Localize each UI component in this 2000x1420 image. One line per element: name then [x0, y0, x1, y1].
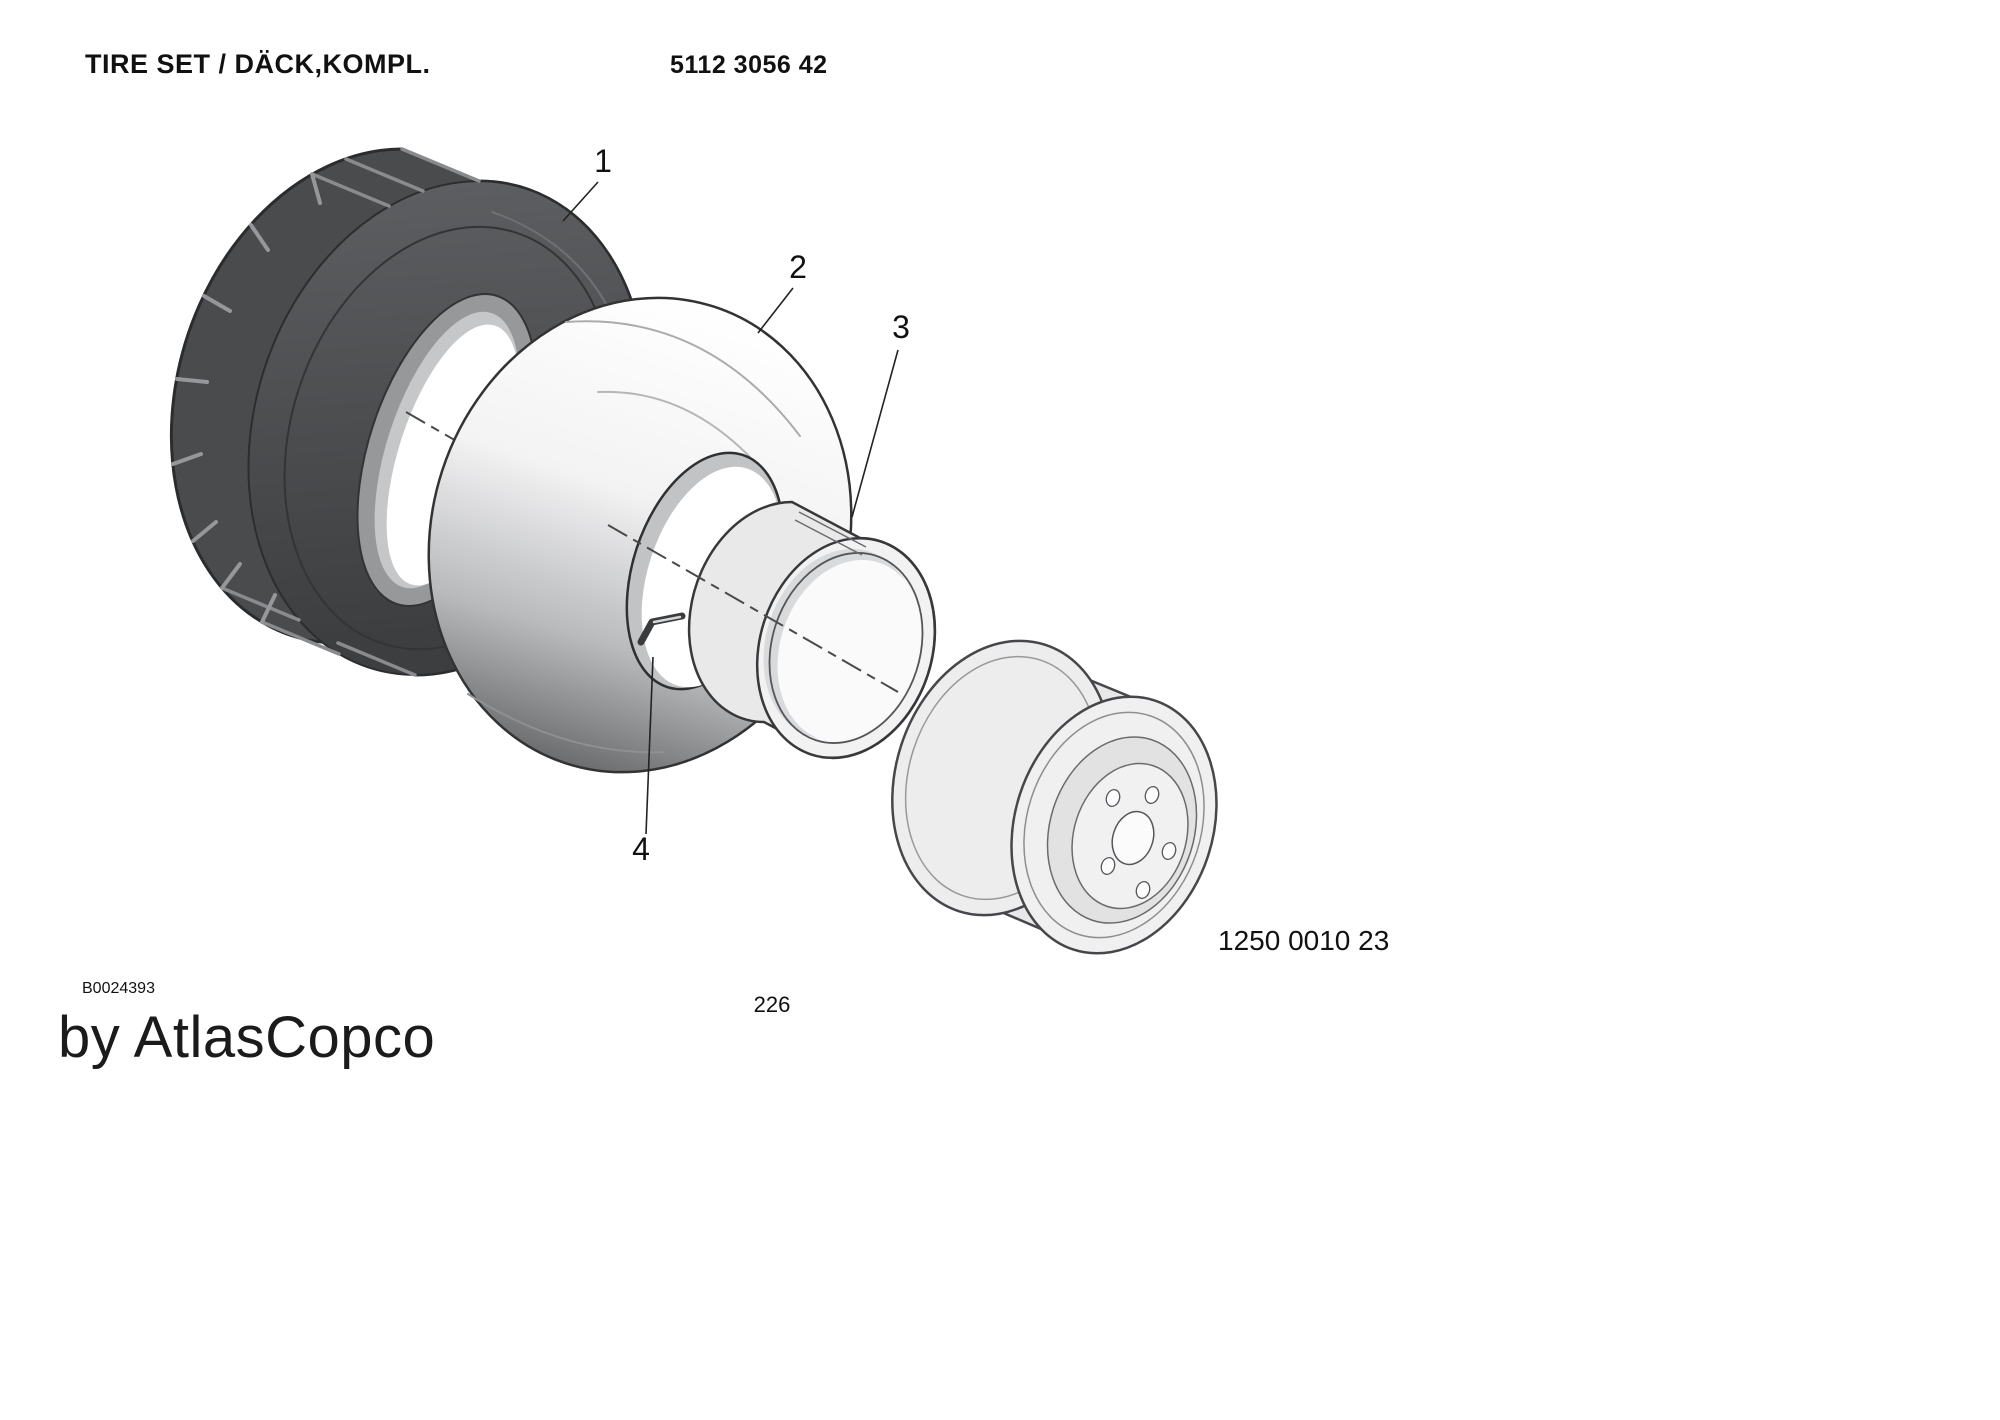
callout-1-label: 1	[594, 143, 612, 179]
rim-part-number: 1250 0010 23	[1218, 925, 1389, 956]
rim-front-flange-lip	[1023, 711, 1205, 939]
flap-seam-1	[798, 511, 867, 548]
callout-2-label: 2	[789, 249, 807, 285]
rim-bolt-holes	[1100, 786, 1177, 899]
callout-1-leader	[562, 181, 599, 222]
callout-4: 4	[632, 656, 654, 867]
flap-opening-edge	[768, 552, 924, 744]
flap-illustration	[687, 500, 937, 760]
callout-4-label: 4	[632, 831, 650, 867]
document-number: 5112 3056 42	[670, 51, 828, 79]
callout-3-label: 3	[892, 309, 910, 345]
callout-2: 2	[757, 249, 807, 334]
page-title: TIRE SET / DÄCK,KOMPL.	[85, 49, 431, 79]
valve-highlight	[652, 615, 682, 624]
brand-credit: by AtlasCopco	[58, 1005, 435, 1070]
rim-hub-hole	[1111, 810, 1155, 866]
tire-tread-grooves	[171, 147, 481, 677]
assembly-centerline	[607, 524, 899, 693]
callout-2-leader	[757, 287, 794, 334]
tube-crease-lower	[467, 693, 665, 754]
tube-crease-upper	[565, 320, 801, 437]
page-number: 226	[754, 992, 791, 1017]
callout-1: 1	[562, 143, 612, 222]
drawing-reference: B0024393	[82, 980, 155, 997]
valve-illustration	[637, 612, 686, 646]
rim-illustration	[891, 639, 1218, 955]
callout-3: 3	[851, 309, 910, 518]
flap-seam-2	[794, 519, 863, 556]
tube-crease-mid	[597, 390, 763, 471]
callout-3-leader	[851, 349, 899, 518]
callout-4-leader	[645, 656, 654, 835]
flap-opening	[777, 559, 923, 743]
